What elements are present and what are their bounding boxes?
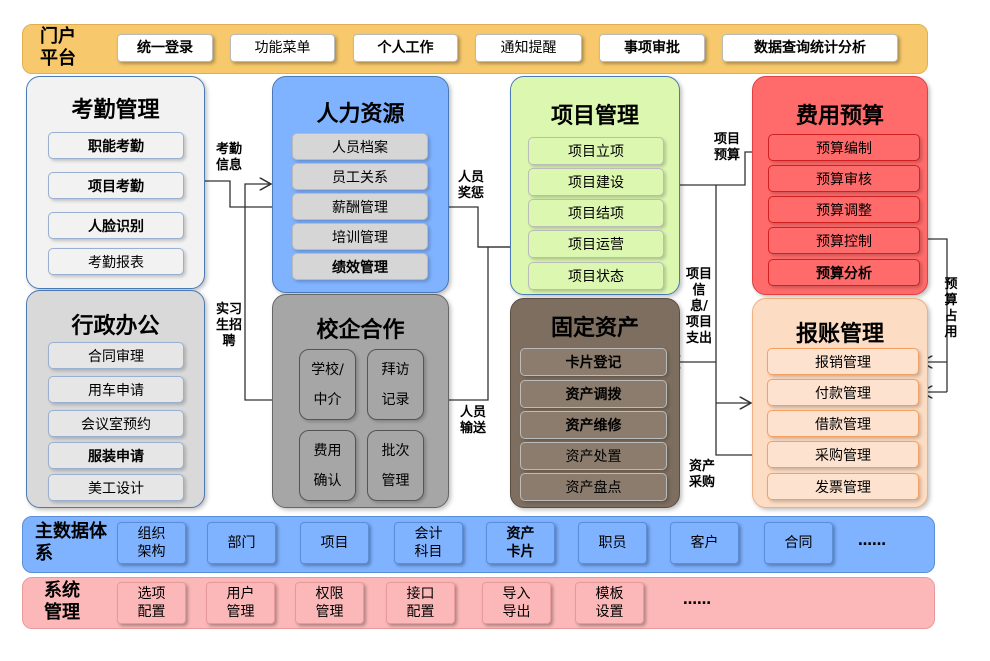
admin-item[interactable]: 服装申请 xyxy=(48,442,184,469)
assets-item[interactable]: 资产盘点 xyxy=(520,473,667,501)
project-trunk xyxy=(715,185,767,456)
hr-item[interactable]: 薪酬管理 xyxy=(292,193,428,220)
school-item[interactable]: 拜访记录 xyxy=(367,349,424,420)
master-data-item[interactable]: 会计科目 xyxy=(394,522,463,564)
label-reward: 人员奖惩 xyxy=(457,170,484,201)
admin-item[interactable]: 合同审理 xyxy=(48,342,184,369)
system-more: …… xyxy=(683,592,711,608)
label-project-budget: 项目预算 xyxy=(713,132,740,163)
portal-button[interactable]: 个人工作 xyxy=(353,34,458,62)
budget-control-out xyxy=(920,238,948,392)
reimburse-item[interactable]: 借款管理 xyxy=(767,410,919,437)
reimburse-item[interactable]: 付款管理 xyxy=(767,379,919,406)
master-data-item[interactable]: 部门 xyxy=(207,522,276,564)
budget-item[interactable]: 预算控制 xyxy=(768,227,920,254)
attendance-title: 考勤管理 xyxy=(71,98,160,123)
assets-title: 固定资产 xyxy=(550,316,639,341)
project-item[interactable]: 项目运营 xyxy=(528,230,664,258)
project-item[interactable]: 项目建设 xyxy=(528,168,664,196)
portal-button[interactable]: 数据查询统计分析 xyxy=(722,34,898,62)
portal-button[interactable]: 事项审批 xyxy=(599,34,705,62)
project-item[interactable]: 项目状态 xyxy=(528,262,664,290)
school-item[interactable]: 费用确认 xyxy=(299,430,356,501)
system-item[interactable]: 导入导出 xyxy=(482,582,551,624)
attendance-item[interactable]: 职能考勤 xyxy=(48,132,184,159)
master-data-item[interactable]: 组织架构 xyxy=(117,522,186,564)
admin-item[interactable]: 用车申请 xyxy=(48,376,184,403)
budget-item[interactable]: 预算分析 xyxy=(768,259,920,286)
system-item[interactable]: 用户管理 xyxy=(206,582,275,624)
school-transfer xyxy=(449,247,489,401)
hr-title: 人力资源 xyxy=(316,102,405,127)
hr-item[interactable]: 绩效管理 xyxy=(292,253,428,280)
school-item[interactable]: 批次管理 xyxy=(367,430,424,501)
reimburse-item[interactable]: 发票管理 xyxy=(767,473,919,500)
system-item[interactable]: 接口配置 xyxy=(386,582,455,624)
hr-item[interactable]: 人员档案 xyxy=(292,133,428,160)
assets-item[interactable]: 资产维修 xyxy=(520,411,667,439)
portal-button[interactable]: 功能菜单 xyxy=(230,34,335,62)
project-item[interactable]: 项目结项 xyxy=(528,199,664,227)
assets-item[interactable]: 资产处置 xyxy=(520,442,667,470)
school-item[interactable]: 学校/中介 xyxy=(299,349,356,420)
reimburse-item[interactable]: 采购管理 xyxy=(767,441,919,468)
admin-title: 行政办公 xyxy=(71,314,160,339)
attendance-item[interactable]: 项目考勤 xyxy=(48,172,184,199)
system-item[interactable]: 模板设置 xyxy=(575,582,644,624)
admin-item[interactable]: 会议室预约 xyxy=(48,410,184,437)
hr-item[interactable]: 培训管理 xyxy=(292,223,428,250)
master-data-item[interactable]: 职员 xyxy=(578,522,647,564)
label-asset-purchase: 资产采购 xyxy=(688,459,715,490)
budget-title: 费用预算 xyxy=(795,104,884,129)
school-title: 校企合作 xyxy=(316,318,405,343)
admin-item[interactable]: 美工设计 xyxy=(48,474,184,501)
label-project-info: 项目信息/项目支出 xyxy=(685,267,712,346)
system-item[interactable]: 权限管理 xyxy=(295,582,364,624)
system-item[interactable]: 选项配置 xyxy=(117,582,186,624)
label-attendance-info: 考勤信息 xyxy=(215,142,242,173)
label-transfer: 人员输送 xyxy=(459,405,486,436)
attendance-item[interactable]: 考勤报表 xyxy=(48,248,184,275)
budget-item[interactable]: 预算审核 xyxy=(768,165,920,192)
reimburse-item[interactable]: 报销管理 xyxy=(767,348,919,375)
label-intern: 实习生招聘 xyxy=(215,302,242,349)
portal-button[interactable]: 统一登录 xyxy=(117,34,213,62)
system-title: 系统管理 xyxy=(44,580,80,623)
portal-button[interactable]: 通知提醒 xyxy=(475,34,582,62)
reimburse-title: 报账管理 xyxy=(795,322,884,347)
budget-item[interactable]: 预算调整 xyxy=(768,196,920,223)
assets-item[interactable]: 卡片登记 xyxy=(520,348,667,376)
label-budget-use: 预算占用 xyxy=(944,277,958,340)
master-data-item[interactable]: 资产卡片 xyxy=(486,522,555,564)
portal-title: 门户平台 xyxy=(40,26,76,69)
assets-item[interactable]: 资产调拨 xyxy=(520,380,667,408)
budget-item[interactable]: 预算编制 xyxy=(768,134,920,161)
master-data-item[interactable]: 合同 xyxy=(764,522,833,564)
master-data-item[interactable]: 客户 xyxy=(670,522,739,564)
attendance-to-salary xyxy=(205,180,290,207)
attendance-item[interactable]: 人脸识别 xyxy=(48,212,184,239)
hr-item[interactable]: 员工关系 xyxy=(292,163,428,190)
master-data-item[interactable]: 项目 xyxy=(300,522,369,564)
project-item[interactable]: 项目立项 xyxy=(528,137,664,165)
school-to-hr xyxy=(244,184,272,401)
project-title: 项目管理 xyxy=(550,104,639,129)
master-more: …… xyxy=(858,533,886,549)
master-data-title: 主数据体系 xyxy=(35,521,107,564)
